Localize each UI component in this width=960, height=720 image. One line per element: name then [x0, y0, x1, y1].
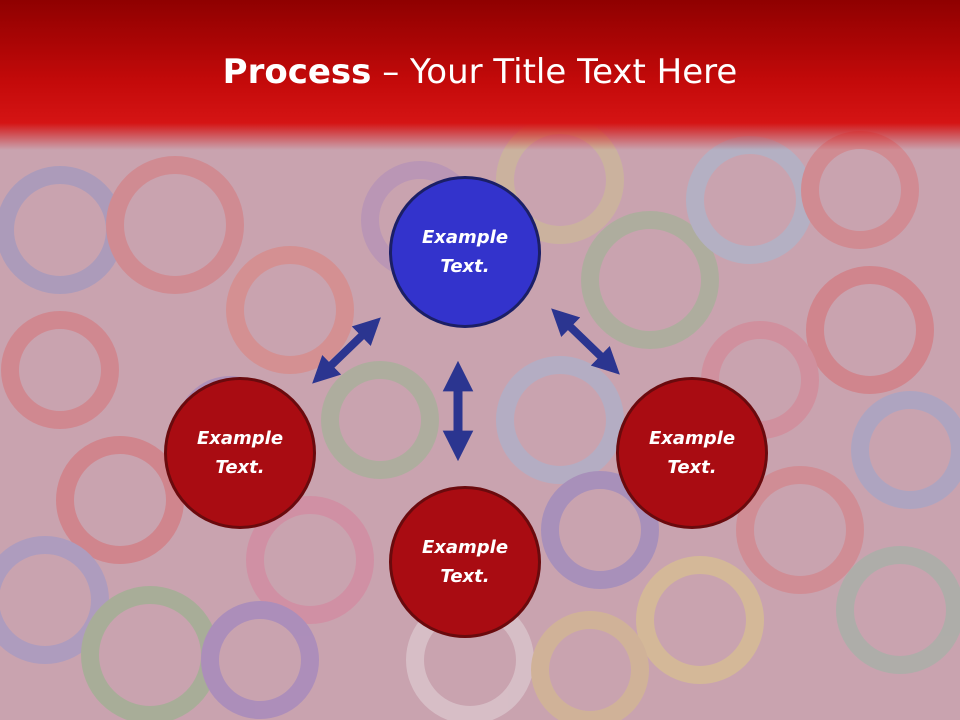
process-node-right-label: Example Text. — [648, 428, 736, 478]
process-node-top-label: Example Text. — [421, 227, 509, 277]
process-node-left: Example Text. — [164, 377, 316, 529]
arrow-top-right — [551, 308, 620, 375]
process-node-bottom: Example Text. — [389, 486, 541, 638]
process-node-left-label: Example Text. — [196, 428, 284, 478]
process-node-bottom-label: Example Text. — [421, 537, 509, 587]
process-node-top: Example Text. — [389, 176, 541, 328]
title-dash: – — [371, 52, 411, 92]
title-bar — [0, 0, 960, 150]
title-rest: Your Title Text Here — [410, 52, 738, 92]
arrow-top-left — [312, 317, 381, 384]
title-bold: Process — [222, 52, 372, 92]
process-node-right: Example Text. — [616, 377, 768, 529]
page-title: Process – Your Title Text Here — [0, 52, 960, 92]
